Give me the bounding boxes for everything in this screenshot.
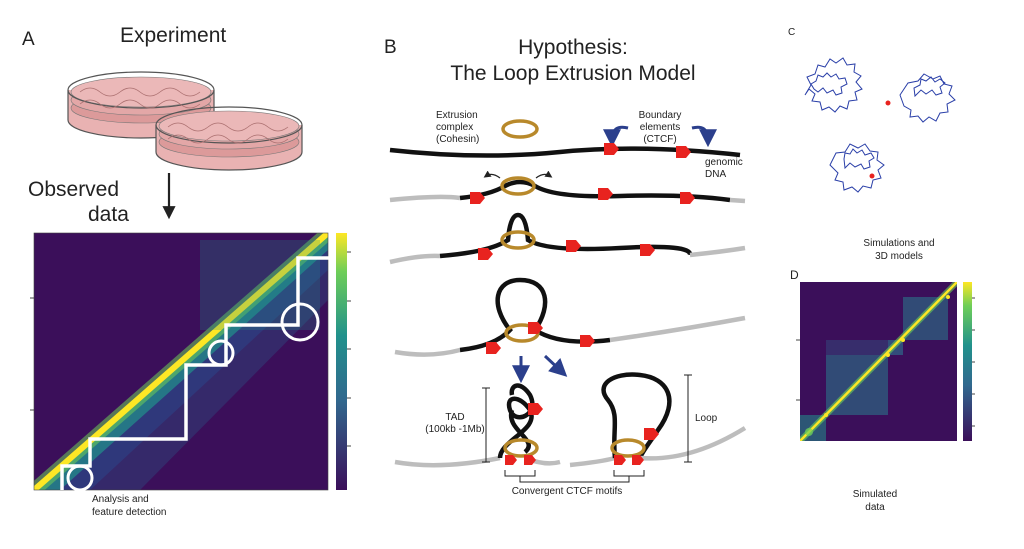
feature-circle — [66, 464, 94, 492]
panel-c-caption-line1: Simulations and — [863, 238, 934, 249]
panel-b-title-line1: Hypothesis: — [518, 36, 628, 59]
boundary-label-line2: elements — [640, 122, 681, 133]
panel-a-title: Experiment — [120, 24, 226, 47]
dna-strand-row3 — [389, 212, 746, 265]
analysis-label-line1: Analysis and — [92, 494, 149, 505]
loop-structure — [569, 372, 747, 468]
petri-dish-back — [67, 71, 215, 139]
panel-d-caption-line2: data — [865, 502, 885, 513]
extrusion-label-line2: complex — [436, 122, 473, 133]
feature-circle — [207, 339, 235, 367]
observed-heatmap — [30, 232, 351, 492]
tad-label-line1: TAD — [445, 412, 464, 423]
panel-d-letter: D — [790, 268, 799, 282]
observed-colorbar — [336, 233, 347, 490]
panel-a-letter: A — [22, 29, 35, 50]
panel-b-letter: B — [384, 37, 397, 58]
observed-label-line2: data — [88, 203, 129, 226]
loop-label: Loop — [695, 413, 718, 424]
tad-label-line2: (100kb -1Mb) — [425, 424, 484, 435]
panel-c-letter: C — [788, 27, 795, 38]
polymer-models — [804, 57, 956, 193]
simulated-colorbar — [963, 282, 972, 441]
genomic-label-line2: DNA — [705, 169, 726, 180]
extrusion-label-line1: Extrusion — [436, 110, 478, 121]
boundary-label-line3: (CTCF) — [643, 134, 676, 145]
panel-d-caption-line1: Simulated — [853, 489, 897, 500]
cohesin-ring-legend — [501, 119, 539, 139]
boundary-label-line1: Boundary — [639, 110, 682, 121]
panel-d: D — [790, 268, 975, 513]
simulated-heatmap — [796, 282, 975, 441]
dna-strand-row1 — [389, 143, 741, 158]
extrusion-label-line3: (Cohesin) — [436, 134, 479, 145]
panel-a: A Experiment Observed data — [22, 24, 351, 518]
dna-strand-row2 — [389, 170, 746, 204]
ctcf-site — [676, 146, 691, 158]
panel-c: C Simulations and 3D models — [788, 27, 956, 262]
ctcf-site — [604, 143, 619, 155]
panel-b: B Hypothesis: The Loop Extrusion Model E… — [384, 36, 747, 497]
convergent-label: Convergent CTCF motifs — [512, 486, 623, 497]
dna-strand-row4 — [394, 277, 746, 357]
genomic-label-line1: genomic — [705, 157, 743, 168]
panel-c-caption-line2: 3D models — [875, 251, 923, 262]
tad-structure — [394, 383, 561, 468]
panel-b-title-line2: The Loop Extrusion Model — [450, 62, 695, 85]
feature-circle — [280, 302, 320, 342]
observed-label-line1: Observed — [28, 178, 119, 201]
petri-dish-front — [155, 106, 303, 171]
analysis-label-line2: feature detection — [92, 507, 167, 518]
